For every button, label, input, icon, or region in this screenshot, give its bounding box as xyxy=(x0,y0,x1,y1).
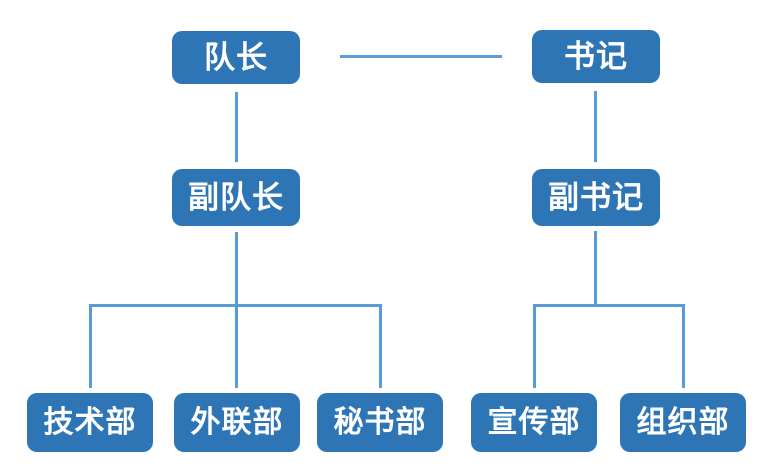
connector-vice-secretary-stem xyxy=(594,231,597,307)
connector-drop-organization-dept xyxy=(682,304,685,388)
node-vice-secretary[interactable]: 副书记 xyxy=(532,169,660,226)
node-outreach-dept[interactable]: 外联部 xyxy=(174,393,300,452)
node-secretariat-dept[interactable]: 秘书部 xyxy=(317,393,443,452)
connector-captain-secretary xyxy=(340,55,502,58)
node-vice-captain[interactable]: 副队长 xyxy=(172,169,300,226)
connector-captain-vice-captain xyxy=(235,92,238,162)
connector-drop-publicity-dept xyxy=(533,304,536,388)
node-captain[interactable]: 队长 xyxy=(172,31,300,84)
connector-right-rung xyxy=(533,304,685,307)
node-tech-dept[interactable]: 技术部 xyxy=(27,393,153,452)
connector-left-rung xyxy=(89,304,382,307)
connector-drop-secretariat-dept xyxy=(379,304,382,388)
connector-vice-captain-stem xyxy=(235,232,238,388)
node-publicity-dept[interactable]: 宣传部 xyxy=(471,393,597,452)
node-secretary[interactable]: 书记 xyxy=(532,30,660,83)
connector-drop-tech-dept xyxy=(89,304,92,388)
node-organization-dept[interactable]: 组织部 xyxy=(620,393,746,452)
connector-secretary-vice-secretary xyxy=(594,91,597,162)
